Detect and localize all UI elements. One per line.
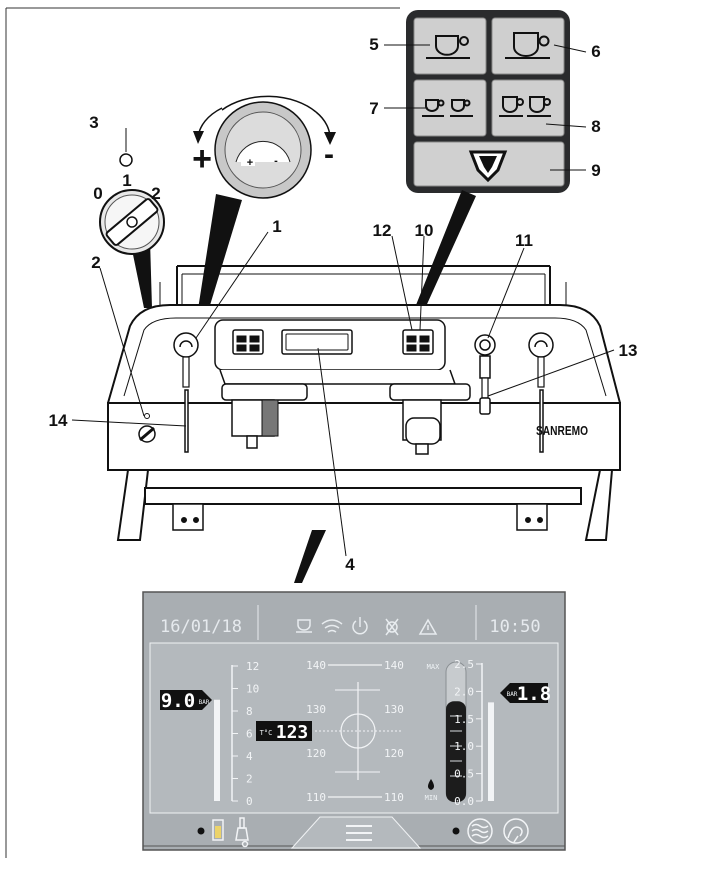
wifi-icon — [321, 619, 343, 633]
left-gauge-tick-label: 8 — [246, 705, 253, 718]
right-gauge-bar — [488, 702, 494, 801]
knob-inner-minus: - — [274, 155, 278, 167]
temp-left-tick-label: 140 — [306, 659, 326, 672]
right-gauge-tick-label: 0.5 — [454, 768, 474, 781]
lcd-display: 16/01/18 10:50 12 10 8 6 4 2 0 — [142, 591, 566, 851]
temp-unit: T°C — [260, 729, 273, 737]
water-drop-icon — [428, 779, 434, 790]
right-gauge-tick-label: 2.0 — [454, 685, 474, 698]
temp-right-tick-label: 110 — [384, 791, 404, 804]
callout-2: 2 — [91, 253, 100, 272]
right-gauge-tick-label: 1.0 — [454, 740, 474, 753]
display-time: 10:50 — [489, 617, 540, 637]
callout-9: 9 — [591, 161, 600, 180]
left-gauge-tick-label: 10 — [246, 683, 259, 696]
display-date: 16/01/18 — [160, 617, 242, 637]
switch-pos-1: 1 — [122, 171, 131, 190]
right-gauge-tick-label: 2.5 — [454, 658, 474, 671]
temp-left-tick-label: 120 — [306, 747, 326, 760]
sanremo-logo-icon — [468, 150, 508, 183]
switch-pos-0: 0 — [93, 184, 102, 203]
cup-large-icon — [505, 32, 550, 59]
callout-3: 3 — [89, 113, 98, 132]
callout-13: 13 — [619, 341, 638, 360]
cup-small-icon — [426, 35, 470, 59]
key-single-coffee[interactable] — [491, 17, 565, 75]
callout-8: 8 — [591, 117, 600, 136]
main-switch — [99, 153, 165, 255]
switch-pos-2: 2 — [151, 184, 160, 203]
key-double-coffee[interactable] — [491, 79, 565, 137]
right-gauge-tick-label: 0.0 — [454, 795, 474, 808]
eco-icon — [385, 618, 399, 636]
keypad — [406, 10, 570, 193]
temp-right-tick-label: 120 — [384, 747, 404, 760]
cleaning-icon — [503, 818, 529, 844]
callout-10: 10 — [415, 221, 434, 240]
right-pressure-gauge: 2.5 2.0 1.5 1.0 0.5 0.0 BAR 1.8 — [454, 658, 551, 808]
steam-knob — [193, 95, 336, 199]
left-gauge-bar — [214, 699, 220, 801]
left-gauge-tick-label: 12 — [246, 660, 259, 673]
callout-5: 5 — [369, 35, 378, 54]
callout-4: 4 — [345, 555, 355, 574]
temp-value: 123 — [276, 722, 309, 743]
knob-plus-sign: + — [192, 140, 212, 178]
pointer-keypad — [410, 190, 476, 324]
right-gauge-tick-label: 1.5 — [454, 713, 474, 726]
left-gauge-tick-label: 6 — [246, 728, 253, 741]
callout-7: 7 — [369, 99, 378, 118]
temp-right-tick-label: 140 — [384, 659, 404, 672]
left-gauge-ticks: 12 10 8 6 4 2 0 — [232, 660, 259, 808]
left-gauge-unit: BAR — [199, 699, 210, 706]
min-label: MIN — [425, 794, 438, 802]
knob-inner-plus: + — [247, 157, 253, 169]
menu-icon[interactable] — [346, 825, 372, 841]
temp-left-tick-label: 110 — [306, 791, 326, 804]
right-gauge-ticks: 2.5 2.0 1.5 1.0 0.5 0.0 — [454, 658, 482, 808]
temperature-ticks: 140 130 120 110 140 130 120 110 — [306, 659, 404, 804]
key-single-espresso[interactable] — [413, 17, 487, 75]
left-gauge-tick-label: 0 — [246, 795, 253, 808]
right-gauge-value: 1.8 — [517, 683, 551, 705]
pilot-light-icon — [119, 153, 133, 167]
cup-icon — [296, 619, 312, 633]
water-level-fill — [446, 701, 466, 802]
status-dot-left — [197, 827, 205, 835]
left-gauge-value: 9.0 — [161, 690, 195, 712]
temperature-panel: 140 130 120 110 140 130 120 110 T°C 123 MAX MIN — [256, 659, 467, 804]
pointer-knob — [196, 194, 242, 325]
knob-minus-sign: - — [324, 138, 334, 171]
left-pressure-gauge: 12 10 8 6 4 2 0 9.0 BAR — [160, 660, 259, 808]
callout-12: 12 — [373, 221, 392, 240]
left-gauge-tick-label: 2 — [246, 773, 253, 786]
callout-1: 1 — [272, 217, 281, 236]
temp-right-tick-label: 130 — [384, 703, 404, 716]
double-cup-small-icon — [422, 99, 473, 117]
callout-14: 14 — [49, 411, 68, 430]
brand-label: SANREMO — [536, 423, 588, 438]
steam-icon — [467, 818, 493, 844]
callout-6: 6 — [591, 42, 600, 61]
machine-body — [107, 265, 621, 541]
left-gauge-tick-label: 4 — [246, 750, 253, 763]
pointer-switch — [130, 240, 152, 308]
container-icon — [212, 819, 224, 841]
pointer-display — [294, 530, 326, 583]
warning-icon — [418, 618, 438, 635]
power-icon — [352, 617, 368, 635]
temp-left-tick-label: 130 — [306, 703, 326, 716]
double-cup-large-icon — [499, 96, 551, 117]
status-dot-right — [452, 827, 460, 835]
right-gauge-unit: BAR — [507, 691, 518, 698]
nozzle-icon — [235, 817, 249, 848]
max-label: MAX — [427, 663, 440, 671]
callout-11: 11 — [515, 231, 533, 250]
